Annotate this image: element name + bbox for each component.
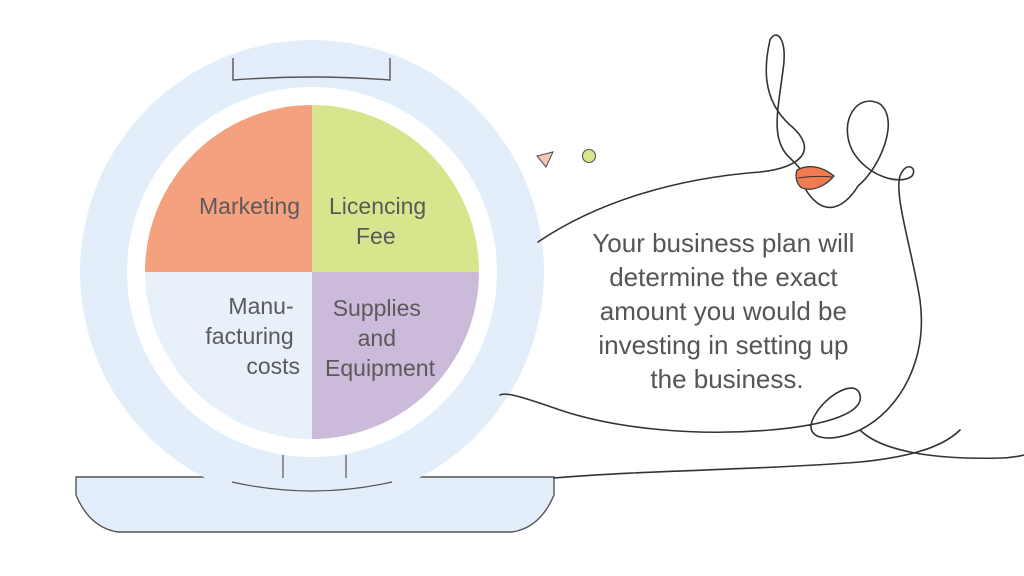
quadrant-licencing (312, 105, 479, 272)
quote-text: Your business plan will determine the ex… (592, 228, 861, 394)
stand-arc (231, 481, 393, 492)
lips-line (797, 175, 833, 179)
woman-face-lineart-icon (499, 34, 1024, 479)
label-manufacturing-line-1: Manu- (228, 293, 293, 319)
label-supplies-line-3: Equipment (325, 355, 436, 381)
label-licencing-line-2: Fee (356, 223, 396, 249)
quote-line-2: determine the exact (609, 262, 838, 292)
dot-icon (581, 148, 597, 164)
label-supplies: Supplies and Equipment (325, 295, 436, 381)
quote-line-3: amount you would be (600, 296, 847, 326)
quadrant-marketing (145, 105, 312, 272)
quadrant-supplies (312, 272, 479, 439)
tray (75, 476, 555, 533)
quadrant-manufacturing (145, 272, 312, 439)
label-marketing: Marketing (199, 193, 300, 219)
quote-line-5: the business. (650, 364, 803, 394)
quote-line-1: Your business plan will (592, 228, 854, 258)
label-licencing-line-1: Licencing (329, 193, 426, 219)
quote-line-4: investing in setting up (598, 330, 848, 360)
label-manufacturing-line-3: costs (246, 353, 300, 379)
label-marketing-line-1: Marketing (199, 193, 300, 219)
quadrant-pie (145, 105, 479, 439)
label-manufacturing-line-2: facturing (205, 323, 293, 349)
label-supplies-line-2: and (358, 325, 396, 351)
top-bracket (232, 58, 391, 81)
label-manufacturing: Manu- facturing costs (205, 293, 300, 379)
label-licencing: Licencing Fee (329, 193, 433, 249)
triangle-icon (536, 151, 554, 169)
label-supplies-line-1: Supplies (333, 295, 421, 321)
lips-icon (795, 166, 835, 190)
